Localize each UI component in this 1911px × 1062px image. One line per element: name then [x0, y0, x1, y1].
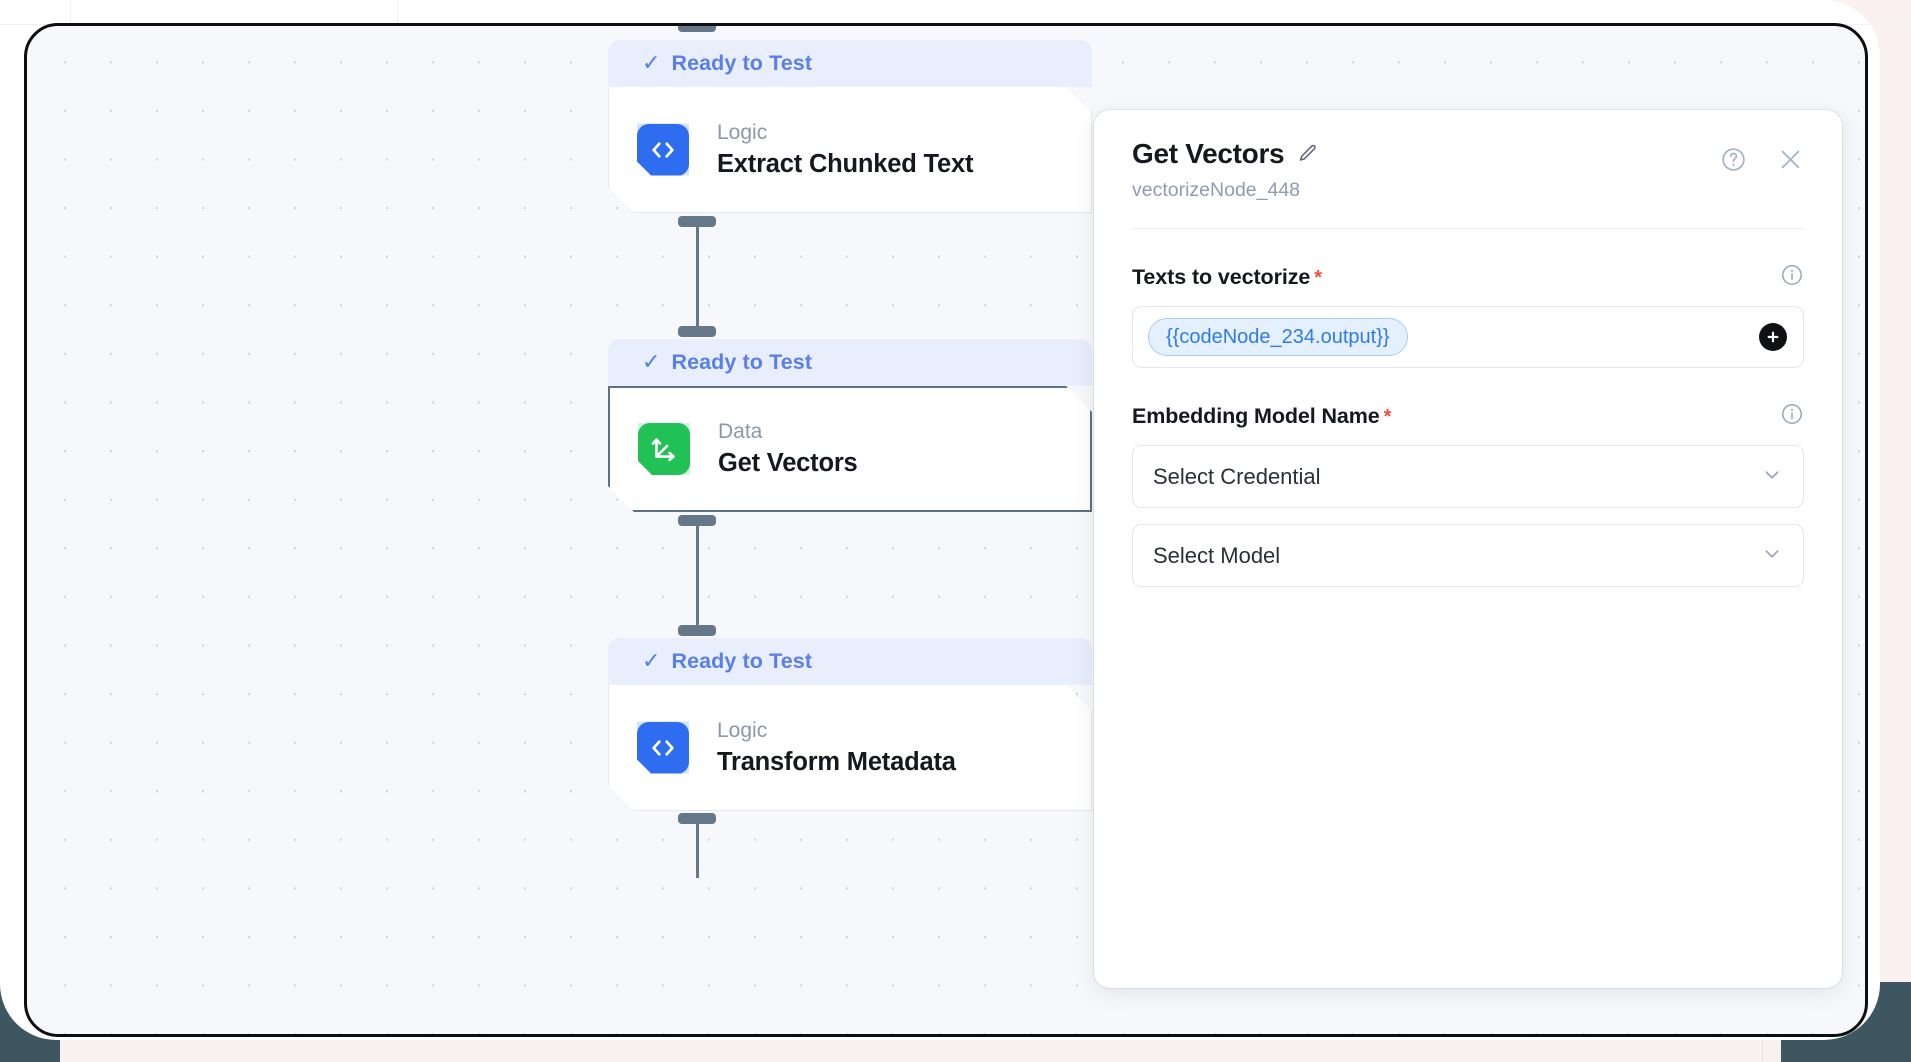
field-label-row: Embedding Model Name*: [1132, 402, 1804, 431]
node-title-label: Extract Chunked Text: [717, 149, 974, 178]
background-divider: [1762, 1032, 1763, 1062]
connector-handle[interactable]: [678, 216, 716, 227]
model-select[interactable]: Select Model: [1132, 524, 1804, 587]
node-config-panel: Get Vectors vectorizeNode_448: [1094, 110, 1842, 988]
field-label-group: Texts to vectorize*: [1132, 265, 1322, 290]
field-label: Texts to vectorize: [1132, 265, 1311, 289]
panel-subtitle: vectorizeNode_448: [1132, 179, 1301, 201]
credential-select[interactable]: Select Credential: [1132, 445, 1804, 508]
node-text: Data Get Vectors: [718, 420, 858, 478]
workflow-node-transform-metadata[interactable]: ✓ Ready to Test Logic Transform Metadata: [608, 638, 1092, 811]
node-status-label: Ready to Test: [671, 649, 813, 673]
connector-handle[interactable]: [678, 813, 716, 824]
question-circle-icon[interactable]: [1720, 146, 1747, 178]
code-brackets-icon: [637, 124, 689, 176]
node-kind-label: Logic: [717, 120, 768, 144]
connector-handle[interactable]: [678, 326, 716, 337]
info-circle-icon[interactable]: [1780, 263, 1804, 292]
check-icon: ✓: [642, 348, 661, 374]
node-status-label: Ready to Test: [671, 350, 813, 374]
node-status-bar: ✓ Ready to Test: [608, 339, 1092, 386]
panel-title-row: Get Vectors: [1132, 138, 1804, 170]
field-label-row: Texts to vectorize*: [1132, 263, 1804, 292]
field-texts-to-vectorize: Texts to vectorize* {{codeNode_234.outpu…: [1132, 263, 1804, 368]
model-select-value: Select Model: [1153, 542, 1281, 568]
workflow-node-get-vectors[interactable]: ✓ Ready to Test Data Get Vectors: [608, 339, 1092, 512]
node-kind-label: Data: [718, 420, 763, 443]
node-card[interactable]: Data Get Vectors: [608, 386, 1092, 512]
code-brackets-icon: [637, 722, 689, 774]
vector-axes-icon: [638, 423, 690, 475]
node-title-label: Transform Metadata: [717, 747, 956, 776]
node-status-bar: ✓ Ready to Test: [608, 638, 1092, 685]
node-kind-label: Logic: [717, 718, 768, 742]
required-marker: *: [1383, 406, 1392, 428]
check-icon: ✓: [642, 49, 661, 75]
connector-handle[interactable]: [678, 625, 716, 636]
chevron-down-icon: [1761, 463, 1783, 490]
panel-header: Get Vectors vectorizeNode_448: [1132, 110, 1804, 229]
field-embedding-model-name: Embedding Model Name* Select Credential: [1132, 402, 1804, 587]
plus-icon[interactable]: [1759, 323, 1787, 351]
node-text: Logic Transform Metadata: [717, 719, 956, 777]
field-label-group: Embedding Model Name*: [1132, 404, 1391, 429]
close-icon[interactable]: [1777, 146, 1804, 178]
connector-handle[interactable]: [678, 515, 716, 526]
check-icon: ✓: [642, 647, 661, 673]
field-label: Embedding Model Name: [1132, 404, 1380, 428]
connector-handle[interactable]: [678, 26, 716, 32]
node-title-label: Get Vectors: [718, 449, 858, 477]
node-status-label: Ready to Test: [671, 51, 813, 75]
credential-select-value: Select Credential: [1153, 463, 1321, 489]
connector-line: [696, 818, 699, 878]
node-status-bar: ✓ Ready to Test: [608, 40, 1092, 87]
variable-token-chip[interactable]: {{codeNode_234.output}}: [1148, 318, 1408, 356]
pencil-icon[interactable]: [1297, 143, 1318, 169]
node-text: Logic Extract Chunked Text: [717, 121, 973, 179]
texts-to-vectorize-input[interactable]: {{codeNode_234.output}}: [1132, 306, 1804, 368]
node-card[interactable]: Logic Transform Metadata: [608, 685, 1092, 811]
connector-line: [696, 221, 699, 333]
panel-header-actions: [1720, 146, 1804, 178]
panel-title: Get Vectors: [1132, 138, 1285, 169]
workflow-node-extract-chunked-text[interactable]: ✓ Ready to Test Logic Extract Chunked Te…: [608, 40, 1092, 213]
required-marker: *: [1314, 267, 1323, 289]
connector-line: [696, 520, 699, 632]
info-circle-icon[interactable]: [1780, 402, 1804, 431]
node-card[interactable]: Logic Extract Chunked Text: [608, 87, 1092, 213]
panel-divider: [1132, 228, 1804, 229]
chevron-down-icon: [1761, 542, 1783, 569]
